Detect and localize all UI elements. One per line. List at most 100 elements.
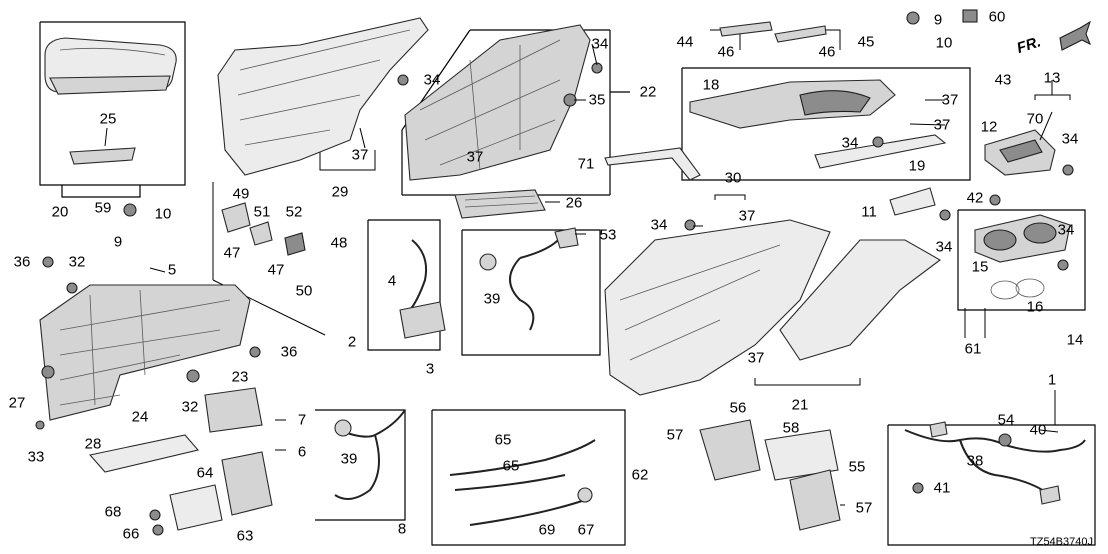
frame-part-53 [461,229,601,356]
callout-36-top: 36 [13,253,31,271]
callout-18: 18 [702,76,720,94]
diagram-code: TZ54B3740J [1030,536,1093,548]
callout-37-c: 37 [941,91,959,109]
callout-45: 45 [857,33,875,51]
frame-armrest-group [39,21,186,186]
callout-39-b: 39 [340,450,358,468]
callout-34-e: 34 [650,216,668,234]
switch-51 [249,221,273,246]
callout-51: 51 [253,203,271,221]
tray-25 [69,147,136,165]
callout-68: 68 [104,503,122,521]
callout-29: 29 [331,183,349,201]
side-pad-21 [779,239,941,361]
callout-34-d: 34 [1061,130,1079,148]
clip-59 [123,203,137,217]
callout-55: 55 [848,458,866,476]
callout-16: 16 [1026,298,1044,316]
callout-57-top: 57 [666,426,684,444]
callout-6: 6 [297,443,307,461]
callout-15: 15 [971,258,989,276]
screw-36 [249,346,261,358]
callout-32-top: 32 [68,253,86,271]
callout-23: 23 [231,368,249,386]
callout-57-bottom: 57 [855,499,873,517]
callout-62: 62 [631,466,649,484]
callout-34-g: 34 [1057,221,1075,239]
callout-38: 38 [966,452,984,470]
bracket-11 [889,187,936,216]
plate-3 [399,301,446,339]
callout-9-left: 9 [113,233,123,251]
callout-54: 54 [997,411,1015,429]
callout-47-left: 47 [223,244,241,262]
callout-70: 70 [1026,110,1044,128]
pad-26 [454,189,546,219]
switch-49 [221,202,251,233]
callout-24: 24 [131,408,149,426]
callout-42: 42 [966,189,984,207]
callout-37-d: 37 [933,116,951,134]
strip-71 [604,147,701,181]
callout-12: 12 [980,118,998,136]
callout-65-top: 65 [494,431,512,449]
module-63 [221,451,273,516]
callout-4: 4 [387,272,397,290]
callout-43: 43 [994,71,1012,89]
frame-cupholder [957,209,1086,311]
callout-50: 50 [295,282,313,300]
bracket-55 [764,429,839,481]
callout-20: 20 [51,203,69,221]
callout-37-f: 37 [747,349,765,367]
callout-35: 35 [588,91,606,109]
front-arrow-icon [1059,20,1092,51]
screw-32 [186,369,200,383]
bracket-20 [61,185,141,198]
callout-28: 28 [84,435,102,453]
frame-part-62 [431,409,626,546]
bracket-64 [169,484,223,531]
callout-37-b: 37 [466,148,484,166]
callout-27: 27 [8,394,26,412]
part-44 [719,21,773,37]
callout-46-left: 46 [717,43,735,61]
callout-19: 19 [908,157,926,175]
switch-52 [284,232,306,256]
callout-58: 58 [782,419,800,437]
callout-7: 7 [297,411,307,429]
callout-71: 71 [577,155,595,173]
callout-67: 67 [577,521,595,539]
callout-34-f: 34 [935,238,953,256]
callout-30: 30 [724,169,742,187]
callout-25: 25 [99,110,117,128]
callout-37-e: 37 [738,207,756,225]
callout-14: 14 [1066,331,1084,349]
callout-26: 26 [565,194,583,212]
callout-10-right: 10 [935,34,953,52]
callout-52: 52 [285,203,303,221]
console-frame-28 [39,284,251,421]
frame-harness-1 [887,424,1096,546]
frame-part-3 [367,219,441,351]
console-body-30 [604,219,831,396]
callout-22: 22 [639,83,657,101]
frame-part-8 [315,409,406,521]
callout-56: 56 [729,399,747,417]
callout-1: 1 [1047,371,1057,389]
callout-36-bottom: 36 [280,343,298,361]
callout-59: 59 [94,199,112,217]
callout-66: 66 [122,525,140,543]
callout-65-bottom: 65 [502,457,520,475]
callout-63: 63 [236,527,254,545]
callout-69: 69 [538,521,556,539]
callout-5: 5 [167,261,177,279]
callout-34-a: 34 [423,71,441,89]
side-panel-22 [404,24,591,181]
part-45 [774,25,827,43]
callout-33: 33 [27,448,45,466]
bracket-56 [699,419,761,481]
mat-24 [88,434,200,473]
callout-41: 41 [933,479,951,497]
